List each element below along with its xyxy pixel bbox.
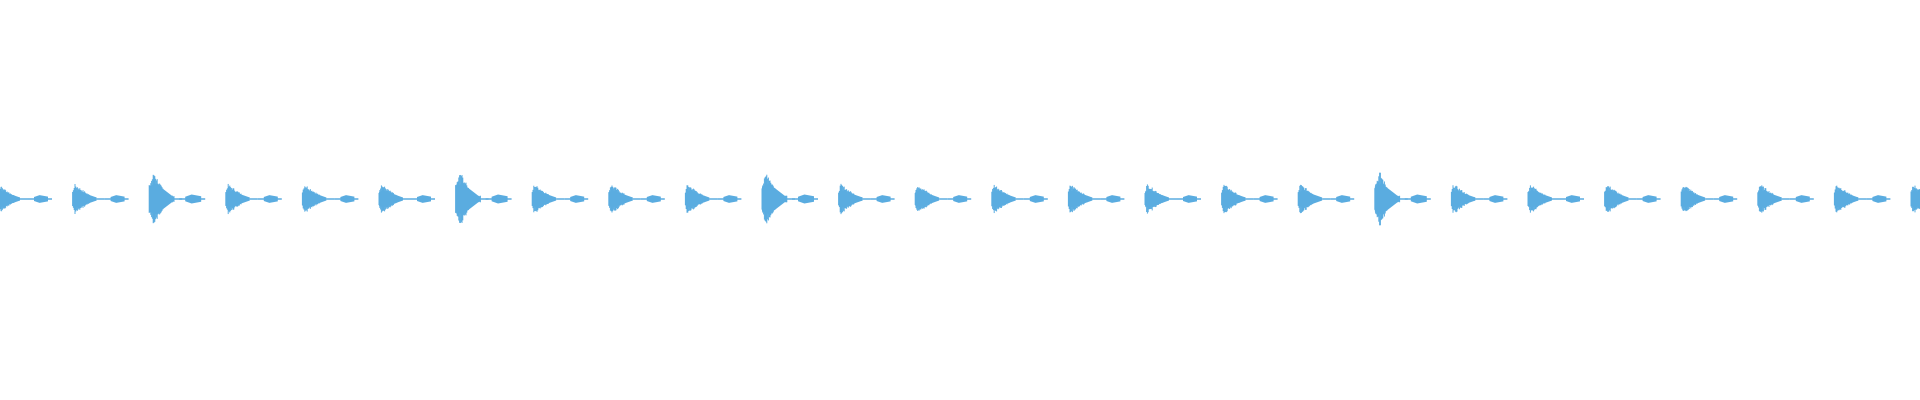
waveform-beat-21 — [1527, 185, 1584, 213]
waveform-beat-20 — [1450, 185, 1508, 213]
waveform-beat-8 — [531, 185, 589, 213]
waveform-beat-19 — [1374, 172, 1431, 226]
waveform-beat-25 — [1833, 185, 1891, 213]
waveform-beat-6 — [378, 185, 435, 213]
waveform-beat-13 — [914, 187, 972, 211]
waveform-beat-26 — [1910, 185, 1920, 213]
waveform-beat-14 — [991, 184, 1048, 214]
waveform-beat-4 — [225, 183, 282, 215]
waveform-beat-17 — [1221, 184, 1278, 214]
waveform-beat-3 — [148, 174, 206, 224]
waveform-beat-12 — [838, 183, 895, 215]
waveform-beat-23 — [1680, 186, 1738, 212]
waveform-beat-15 — [1067, 185, 1125, 213]
waveform-beat-16 — [1144, 184, 1201, 214]
waveform-beat-22 — [1604, 186, 1661, 212]
waveform-beat-2 — [72, 183, 129, 215]
waveform-beat-1 — [0, 186, 52, 212]
waveform-beat-24 — [1757, 185, 1814, 213]
waveform-beat-9 — [608, 185, 665, 213]
waveform-beat-7 — [455, 174, 512, 224]
waveform-beat-10 — [684, 185, 742, 213]
waveform-beat-11 — [761, 174, 818, 224]
waveform-beat-18 — [1297, 184, 1355, 214]
waveform-beat-5 — [301, 186, 359, 212]
waveform-beats — [0, 172, 1920, 226]
